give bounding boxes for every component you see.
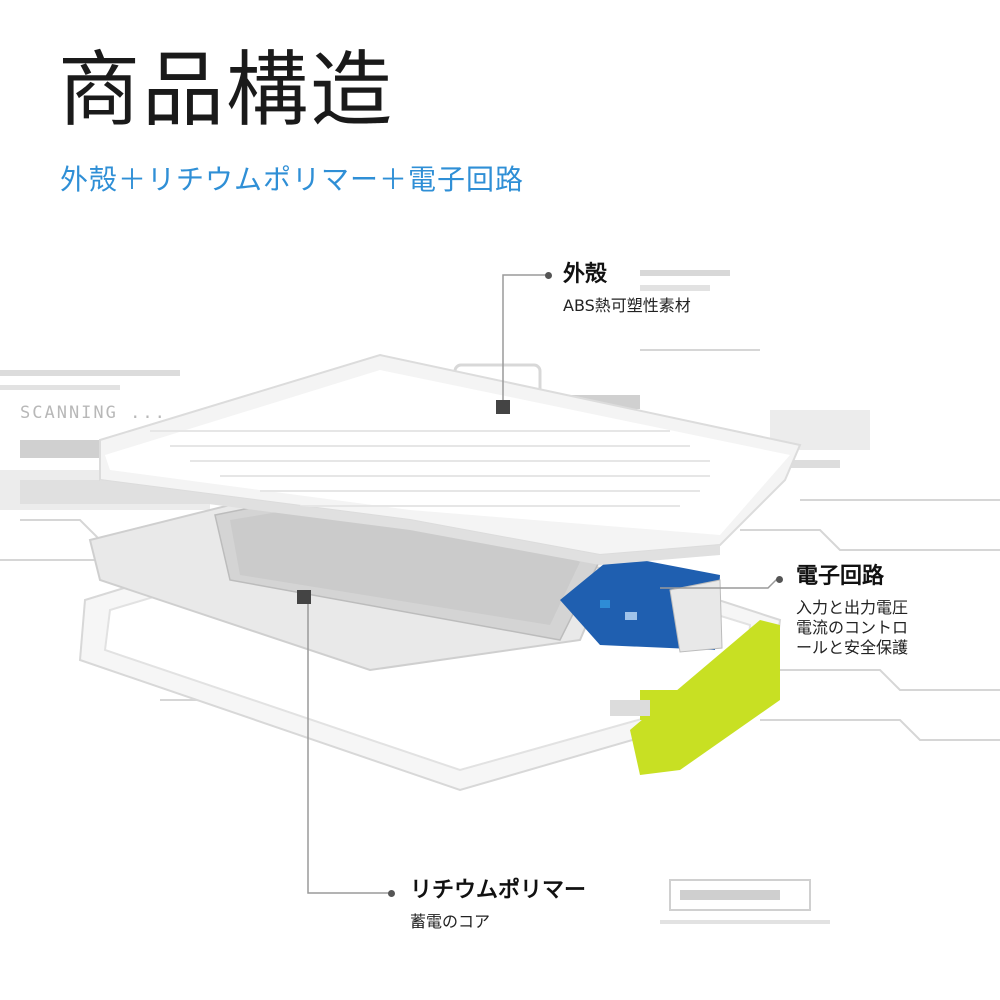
page-title: 商品構造: [58, 43, 395, 138]
callout-circuit-title: 電子回路: [796, 564, 885, 589]
shell-marker: [496, 400, 510, 414]
battery-callout-dot: [388, 890, 395, 897]
scanning-label: SCANNING ...: [20, 403, 167, 423]
callout-battery: リチウムポリマー 蓄電のコア: [410, 878, 586, 932]
top-shell: [99, 353, 802, 565]
callout-battery-title: リチウムポリマー: [410, 878, 587, 903]
page-subtitle: 外殻＋リチウムポリマー＋電子回路: [60, 163, 525, 196]
callout-battery-description: 蓄電のコア: [410, 912, 491, 932]
circuit-callout-dot: [776, 576, 783, 583]
callout-shell: 外殻 ABS熱可塑性素材: [563, 262, 691, 316]
pcb-board: [560, 555, 723, 653]
callout-circuit-description: 入力と出力電圧 電流のコントロ ールと安全保護: [796, 598, 909, 658]
callout-shell-description: ABS熱可塑性素材: [563, 296, 691, 316]
shell-callout-dot: [545, 272, 552, 279]
callout-circuit: 電子回路 入力と出力電圧 電流のコントロ ールと安全保護: [796, 564, 996, 658]
battery-marker: [297, 590, 311, 604]
callout-lines: [307, 274, 779, 894]
callout-shell-title: 外殻: [563, 262, 608, 287]
